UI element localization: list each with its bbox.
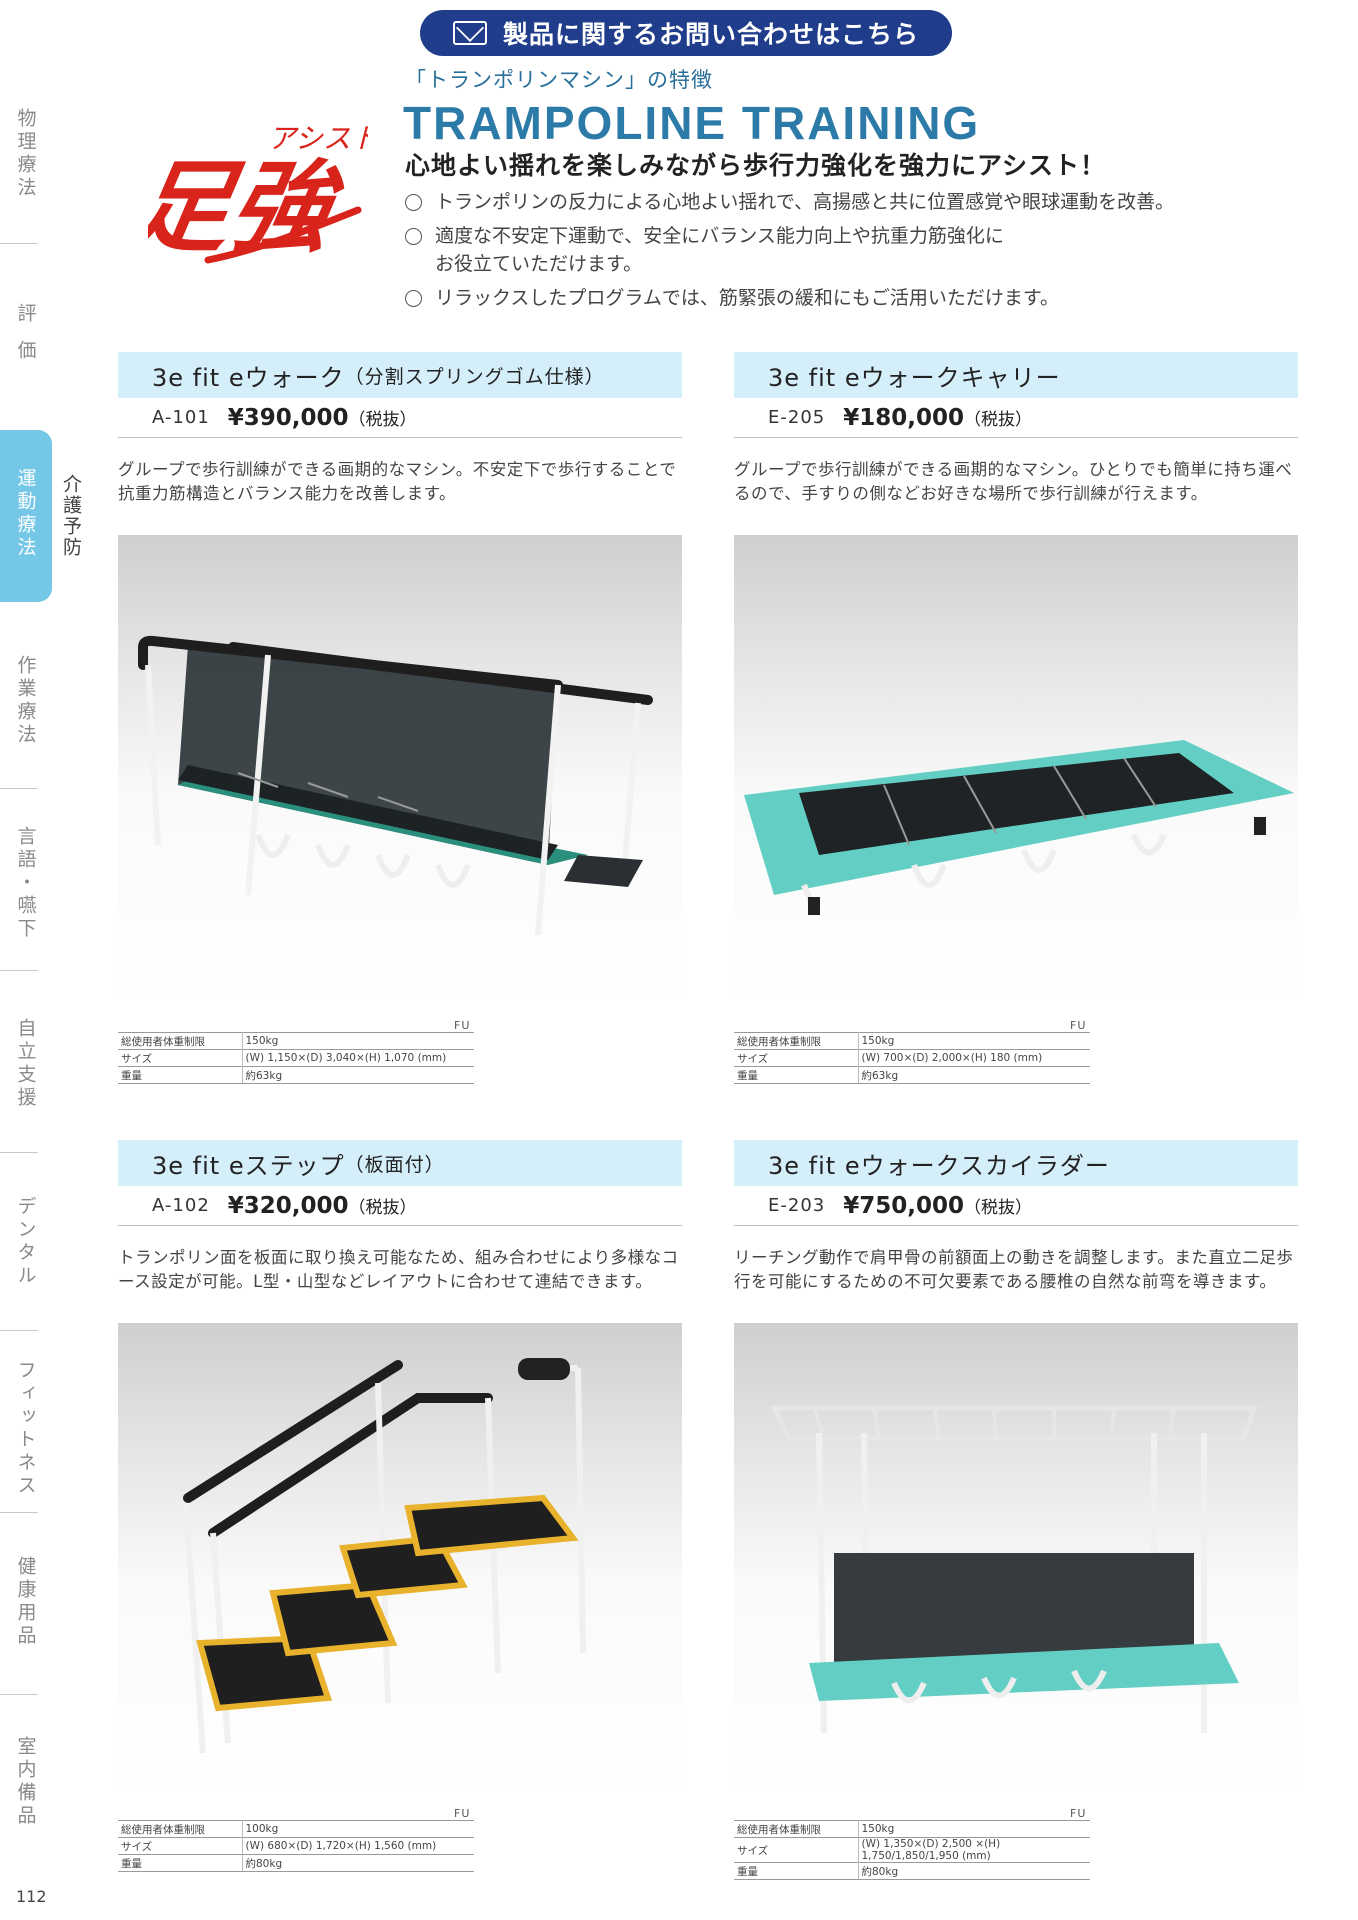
product-name-bar: 3e fit eウォークスカイラダー (734, 1140, 1298, 1186)
sidebar-item-physical-therapy[interactable]: 物理療法 (14, 108, 37, 200)
product-price-row: A-101 ¥390,000（税抜） (118, 398, 682, 438)
product-price: ¥320,000 (227, 1192, 349, 1219)
product-code: E-203 (768, 1195, 826, 1216)
feature-item-continuation: お役立ていただけます。 (435, 253, 643, 275)
product-photo (118, 535, 682, 1011)
spec-row: サイズ(W) 1,350×(D) 2,500 ×(H) 1,750/1,850/… (734, 1837, 1090, 1863)
spec-row: 重量約63kg (734, 1066, 1090, 1084)
product-code: A-101 (152, 407, 210, 428)
sidebar-divider (0, 1152, 38, 1153)
product-description: グループで歩行訓練ができる画期的なマシン。不安定下で歩行することで抗重力筋構造と… (118, 460, 677, 503)
ashikyo-logo: アシスト 足強 (148, 122, 368, 266)
feature-item: 適度な不安定下運動で、安全にバランス能力向上や抗重力筋強化に (405, 222, 1174, 250)
sidebar-divider (0, 788, 38, 789)
circle-bullet-icon (405, 194, 422, 211)
maker-code: FU (454, 1807, 471, 1820)
product-card-a102: 3e fit eステップ（板面付） A-102 ¥320,000（税抜） トラン… (118, 1140, 682, 1880)
product-code: E-205 (768, 407, 826, 428)
sidebar-item-exercise-therapy[interactable]: 運動療法 (0, 430, 52, 602)
sidebar-item-speech-swallowing[interactable]: 言語・嚥下 (14, 826, 37, 941)
product-photo (734, 535, 1298, 1011)
feature-subheading: 「トランポリンマシン」の特徴 (405, 68, 713, 92)
feature-item: トランポリンの反力による心地よい揺れで、高揚感と共に位置感覚や眼球運動を改善。 (405, 188, 1174, 216)
product-description: トランポリン面を板面に取り換え可能なため、組み合わせにより多様なコース設定が可能… (118, 1248, 679, 1291)
feature-list: トランポリンの反力による心地よい揺れで、高揚感と共に位置感覚や眼球運動を改善。 … (405, 188, 1174, 318)
product-price-row: A-102 ¥320,000（税抜） (118, 1186, 682, 1226)
page-title: TRAMPOLINE TRAINING (403, 97, 981, 149)
contact-inquiry-button[interactable]: 製品に関するお問い合わせはこちら (420, 10, 952, 56)
product-price-row: E-203 ¥750,000（税抜） (734, 1186, 1298, 1226)
sidebar-divider (0, 243, 38, 244)
product-card-e203: 3e fit eウォークスカイラダー E-203 ¥750,000（税抜） リー… (734, 1140, 1298, 1880)
contact-inquiry-label: 製品に関するお問い合わせはこちら (502, 20, 919, 49)
sidebar-item-evaluation[interactable]: 評価 (14, 303, 37, 377)
spec-row: サイズ(W) 700×(D) 2,000×(H) 180 (mm) (734, 1049, 1090, 1067)
circle-bullet-icon (405, 228, 422, 245)
product-description: グループで歩行訓練ができる画期的なマシン。ひとりでも簡単に持ち運べるので、手すり… (734, 460, 1293, 503)
product-code: A-102 (152, 1195, 210, 1216)
product-price-row: E-205 ¥180,000（税抜） (734, 398, 1298, 438)
svg-text:アシスト: アシスト (268, 122, 368, 155)
sidebar-item-health-goods[interactable]: 健康用品 (14, 1556, 37, 1648)
product-description: リーチング動作で肩甲骨の前額面上の動きを調整します。また直立二足歩行を可能にする… (734, 1248, 1294, 1291)
sidebar-divider (0, 970, 38, 971)
product-card-e205: 3e fit eウォークキャリー E-205 ¥180,000（税抜） グループ… (734, 352, 1298, 1092)
maker-code: FU (1070, 1807, 1087, 1820)
product-name-bar: 3e fit eウォークキャリー (734, 352, 1298, 398)
sidebar-divider (0, 1512, 38, 1513)
spec-row: 重量約80kg (734, 1862, 1090, 1880)
catchphrase: 心地よい揺れを楽しみながら歩行力強化を強力にアシスト！ (405, 151, 1107, 180)
sidebar-divider (0, 1330, 38, 1331)
product-price: ¥390,000 (227, 404, 349, 431)
sidebar-item-independence-support[interactable]: 自立支援 (14, 1018, 37, 1110)
product-price: ¥750,000 (843, 1192, 964, 1219)
maker-code: FU (454, 1019, 471, 1032)
sidebar-divider (0, 1694, 38, 1695)
product-name-bar: 3e fit eステップ（板面付） (118, 1140, 682, 1186)
circle-bullet-icon (405, 290, 422, 307)
sidebar-item-dental[interactable]: デンタル (14, 1196, 37, 1288)
maker-code: FU (1070, 1019, 1087, 1032)
sidebar-subcategory-care-prevention: 介護予防 (60, 474, 82, 558)
page-number: 112 (16, 1887, 47, 1906)
product-card-a101: 3e fit eウォーク（分割スプリングゴム仕様） A-101 ¥390,000… (118, 352, 682, 1092)
product-photo (734, 1323, 1298, 1799)
feature-item: リラックスしたプログラムでは、筋緊張の緩和にもご活用いただけます。 (405, 284, 1174, 312)
spec-row: 重量約63kg (118, 1066, 474, 1084)
sidebar-item-occupational-therapy[interactable]: 作業療法 (14, 655, 37, 747)
sidebar-item-indoor-equipment[interactable]: 室内備品 (14, 1736, 37, 1828)
product-name-bar: 3e fit eウォーク（分割スプリングゴム仕様） (118, 352, 682, 398)
mail-icon (452, 21, 487, 45)
spec-row: 重量約80kg (118, 1854, 474, 1872)
spec-row: サイズ(W) 680×(D) 1,720×(H) 1,560 (mm) (118, 1837, 474, 1855)
sidebar-item-fitness[interactable]: フィットネス (14, 1360, 37, 1498)
product-photo (118, 1323, 682, 1799)
spec-row: サイズ(W) 1,150×(D) 3,040×(H) 1,070 (mm) (118, 1049, 474, 1067)
product-price: ¥180,000 (843, 404, 964, 431)
category-sidebar: 物理療法 評価 運動療法 介護予防 作業療法 言語・嚥下 自立支援 デンタル フ… (0, 0, 82, 1920)
